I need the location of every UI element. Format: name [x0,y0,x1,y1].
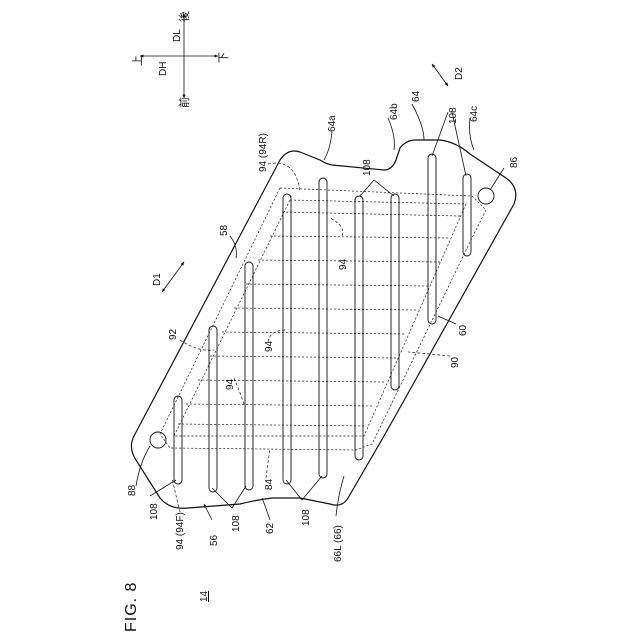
ref-108-bm: 108 [231,515,242,532]
leader-62 [262,498,270,520]
grid-rung-3 [258,260,440,262]
plate-outline [131,140,515,508]
leader-108-mid [360,180,394,196]
slot-2 [209,326,217,492]
compass-up-label: 上 [131,55,144,66]
leader-64 [412,104,424,140]
grid-rung-2 [270,236,450,238]
compass-dl-label: DL [172,29,183,42]
ref-62: 62 [265,522,276,534]
slot-5 [319,178,327,478]
ref-92: 92 [168,328,179,340]
ref-60: 60 [458,324,469,336]
ref-84: 84 [264,478,275,490]
ref-58: 58 [219,224,230,236]
leader-88 [136,446,150,486]
d2-arrow [432,64,448,86]
compass-down-label: 下 [217,52,230,63]
grid-rung-10 [178,424,366,426]
d1-arrow [162,262,184,292]
compass-front-label: 前 [177,97,191,108]
leader-58 [230,236,236,258]
leader-lines [136,104,504,520]
ref-108-bl: 108 [149,503,160,520]
leader-108-top-a [432,112,448,156]
hole-86 [478,188,494,204]
ref-56: 56 [209,534,220,546]
ref-64c: 64c [469,106,480,122]
leader-66 [336,476,344,516]
grid-rung-4 [246,284,428,286]
ref-86: 86 [509,156,520,168]
leader-84 [266,448,270,478]
ref-88: 88 [127,484,138,496]
figure-label: FIG. 8 [123,582,140,632]
slot-6 [355,196,363,460]
ref-108-top-b: 108 [362,159,373,176]
grid-rung-9 [186,404,374,406]
grid-rung-7 [210,356,396,358]
ref-64: 64 [411,90,422,102]
slot-8 [428,154,436,324]
slot-4 [283,194,291,484]
leader-94a [330,218,343,236]
ref-90: 90 [450,356,461,368]
grid-rung-5 [234,308,418,310]
leader-64a [324,132,332,160]
slot-7 [391,194,399,390]
d1-label: D1 [152,273,163,286]
leader-94r [268,163,300,192]
hole-88 [150,432,166,448]
compass-rear-label: 後 [177,11,191,22]
grid-inner-boundary [174,200,466,436]
ref-108-br: 108 [301,509,312,526]
ref-94-a: 94 [338,258,349,270]
ref-94-c: 94 [225,378,236,390]
ref-94-front: 94 (94F) [175,512,186,550]
ref-94-rear: 94 (94R) [258,133,269,172]
slot-9 [463,174,471,256]
ref-64a: 64a [327,115,338,132]
ref-66: 66L (66) [333,525,344,562]
ref-108-top-a: 108 [448,107,459,124]
compass-dh-label: DH [158,62,169,76]
leader-64b [388,118,394,150]
grid-rung-6 [222,332,406,334]
slot-1 [174,396,182,484]
direction-compass: DL DH 後 前 上 下 [131,11,230,108]
figure-sublabel: 14 [199,590,210,602]
d2-label: D2 [454,67,465,80]
grid-rung-1 [282,212,460,216]
ref-64b: 64b [389,103,400,120]
ref-94-b: 94 [264,340,275,352]
reference-labels: 56 58 60 62 64 64a 64b 64c 66L (66) 84 8… [127,90,520,562]
slot-group-108 [174,154,471,492]
slot-3 [245,262,253,490]
